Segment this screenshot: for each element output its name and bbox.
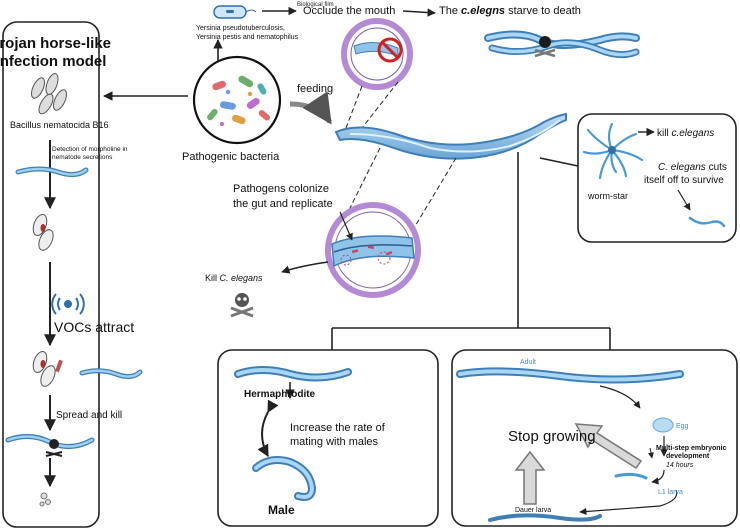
multistep-label-1: Multi-step embryonic [656, 445, 727, 452]
kill-wormstar-label: kill c.elegans [657, 128, 714, 139]
mouth-lens-inner [350, 27, 404, 81]
adult-worm-icon [456, 367, 684, 384]
arrow-colonize [339, 211, 353, 241]
vocs-label: VOCs attract [54, 319, 134, 335]
dauer-label: Dauer larva [515, 507, 551, 514]
lens-guide-1 [345, 85, 363, 129]
worm-star-center [608, 146, 616, 154]
dead-worm-icon [5, 434, 95, 457]
lens-guide-4 [413, 157, 457, 229]
wormstar-label: worm-star [587, 191, 628, 201]
bacillus-label: Bacillus nematocida B16 [10, 120, 109, 130]
skull-top-icon [534, 36, 556, 58]
lens-guide-3 [347, 147, 381, 213]
dissolved-cells-icon [39, 492, 51, 507]
bacteria-circle [192, 55, 282, 145]
egg-icon [652, 417, 674, 433]
arrow-adult-egg [599, 385, 641, 409]
cuts-label-2: itself off to survive [644, 175, 724, 186]
l1-label: L1 larva [658, 489, 683, 496]
egg-label: Egg [676, 423, 689, 430]
multistep-label-2: development [666, 453, 710, 460]
mating-cycle-arrow [257, 399, 279, 458]
hours-label: 14 hours [666, 462, 694, 469]
trojan-title-1: Trojan horse-like [0, 35, 111, 52]
feeding-arrow [289, 91, 333, 125]
hermaphrodite-label: Hermaphrodite [244, 389, 316, 400]
arrow-l1-dauer [579, 489, 678, 516]
l1-larva-icon [614, 472, 648, 480]
hermaphrodite-worm-icon [234, 366, 352, 382]
skull-crossbones-icon [230, 293, 254, 318]
infected-cells-2-icon [32, 350, 63, 387]
prohibited-icon [377, 37, 403, 63]
arrow-l1-shape [651, 469, 665, 485]
pathogenic-label: Pathogenic bacteria [182, 151, 280, 163]
arrow-hours [647, 447, 654, 459]
biofilm-label: Biological film [297, 2, 334, 8]
dauer-larva-icon [488, 513, 602, 522]
arrow-escape [677, 189, 691, 211]
lens-guide-2 [361, 81, 399, 129]
morpholine-label-2: nematode secretions [52, 154, 113, 161]
small-worm-2-icon [79, 368, 143, 380]
adult-label: Adult [520, 359, 536, 366]
small-worm-1-icon [15, 166, 89, 178]
stop-growing-label: Stop growing [508, 428, 596, 445]
cuts-label-1: C. elegans cuts [658, 162, 727, 173]
colonize-label-2: the gut and replicate [233, 198, 333, 210]
bacteria-icon [207, 75, 271, 126]
l1-hollow-arrow [574, 423, 643, 470]
mating-panel [217, 349, 439, 527]
trojan-title-2: infection model [0, 53, 106, 70]
starving-worms-icon [484, 30, 640, 59]
occlude-label: Occlude the mouth [303, 5, 395, 17]
mating-label-1: Increase the rate of [290, 422, 386, 434]
kill-label: Kill C. elegans [205, 273, 263, 283]
yersinia-label-2: Yersinia pestis and nematophilus [196, 34, 299, 41]
gut-section-icon [331, 235, 415, 268]
dauer-hollow-arrow [514, 450, 546, 505]
arrow-occlude [402, 8, 436, 17]
male-label: Male [268, 503, 295, 517]
connector-wormstar [539, 157, 579, 167]
starve-label: The c.elegns starve to death [439, 5, 581, 17]
male-worm-icon [252, 456, 317, 501]
colonize-label-1: Pathogens colonize [233, 183, 329, 195]
rod-bacterium-icon [213, 5, 257, 19]
main-worm-icon [334, 112, 567, 160]
infected-cells-icon [32, 213, 54, 251]
morpholine-label-1: Detection of morpholine in [52, 146, 128, 153]
arrow-kill [281, 261, 329, 274]
escaped-worm-icon [688, 216, 726, 228]
bacillus-cells-icon [31, 73, 67, 115]
signal-waves-icon [51, 293, 85, 315]
spread-label: Spread and kill [56, 410, 122, 421]
yersinia-label-1: Yersinia pseudotuberculosis, [196, 25, 285, 32]
feeding-label: feeding [297, 83, 333, 95]
mating-label-2: mating with males [290, 436, 379, 448]
